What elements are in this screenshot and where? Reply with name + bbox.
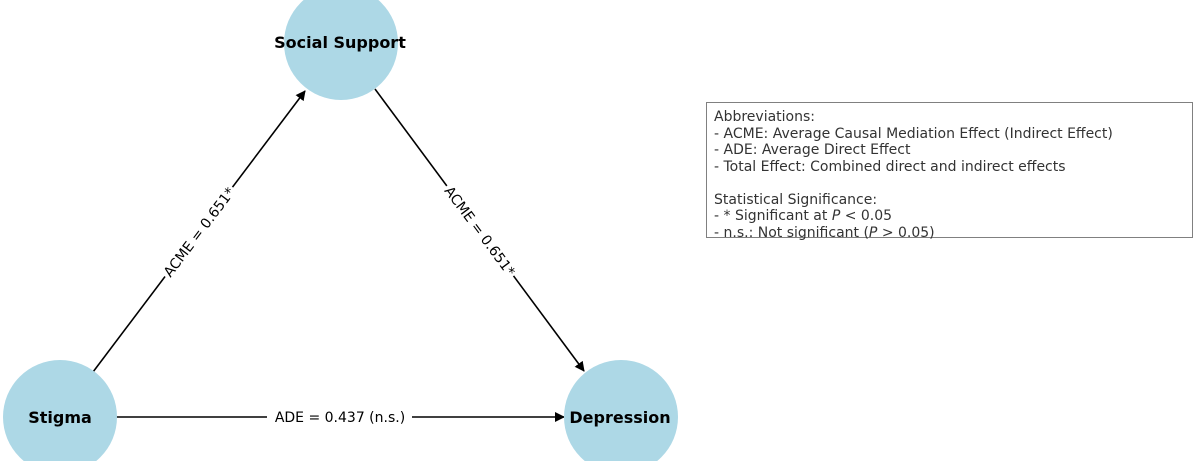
legend-p-variable: P <box>831 208 841 224</box>
node-social-support: Social Support <box>274 0 406 100</box>
legend-abbrev-title: Abbreviations: <box>714 109 815 125</box>
node-social-support-label: Social Support <box>274 33 406 52</box>
legend-sig-title: Statistical Significance: <box>714 191 878 208</box>
edge-social-depression-label: ACME = 0.651* <box>441 184 518 280</box>
node-depression-label: Depression <box>569 408 670 427</box>
edge-stigma-social-label: ACME = 0.651* <box>161 185 239 281</box>
node-depression: Depression <box>564 360 678 461</box>
legend-abbrev-item: - ACME: Average Causal Mediation Effect … <box>714 125 1113 142</box>
node-social-support-circle <box>284 0 398 100</box>
legend-spacer <box>714 175 1192 192</box>
edge-stigma-depression: ADE = 0.437 (n.s.) <box>116 406 565 428</box>
legend-sig-item-text: < 0.05 <box>840 208 893 224</box>
legend-sig-item-text: - n.s.: Not significant ( <box>714 224 869 241</box>
legend-abbrev-item: - ADE: Average Direct Effect <box>714 142 911 158</box>
node-stigma: Stigma <box>3 360 117 461</box>
edge-stigma-social-label-bg <box>157 181 241 283</box>
node-stigma-label: Stigma <box>28 408 92 427</box>
edge-social-depression-label-bg <box>438 180 522 282</box>
legend-sig-item-text: - * Significant at <box>714 208 832 224</box>
legend-sig-item-not-significant: - n.s.: Not significant (P > 0.05) <box>714 225 1192 242</box>
edge-social-depression: ACME = 0.651* <box>374 88 585 372</box>
legend-sig-item-text: > 0.05) <box>877 224 935 241</box>
node-stigma-circle <box>3 360 117 461</box>
legend-box: Abbreviations: - ACME: Average Causal Me… <box>706 102 1193 241</box>
edge-stigma-social: ACME = 0.651* <box>92 90 306 373</box>
node-depression-circle <box>564 360 678 461</box>
edge-stigma-depression-label: ADE = 0.437 (n.s.) <box>275 410 405 426</box>
legend-sig-item-significant: - * Significant at P < 0.05 <box>714 208 1192 225</box>
edge-stigma-depression-label-bg <box>267 406 412 428</box>
legend-p-variable: P <box>868 224 878 241</box>
legend-abbrev-item: - Total Effect: Combined direct and indi… <box>714 158 1066 175</box>
